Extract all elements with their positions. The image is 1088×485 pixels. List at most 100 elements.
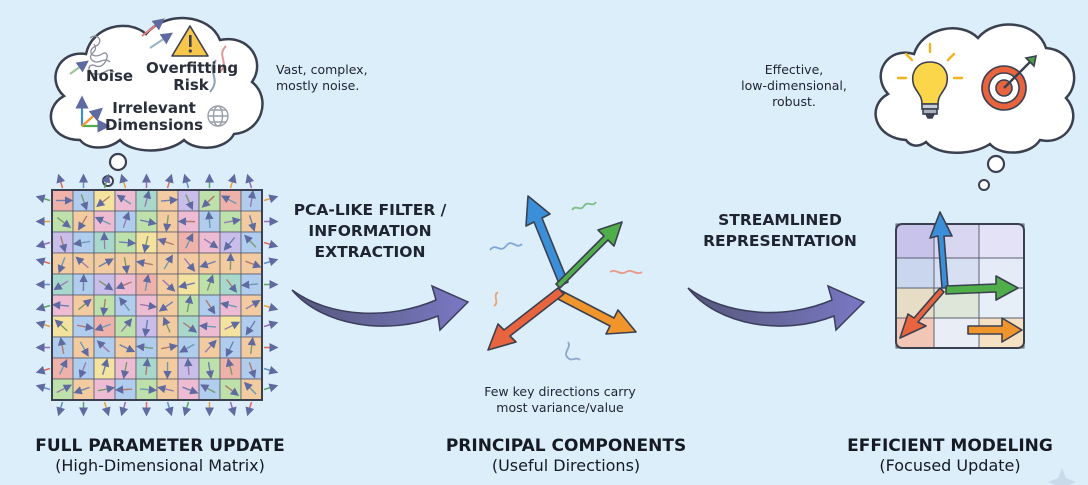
matrix-cell-arrow (79, 341, 89, 357)
matrix-edge-arrow (227, 173, 237, 189)
matrix-cell-arrow (157, 237, 174, 246)
matrix-edge-arrow (101, 401, 111, 417)
matrix-cell-arrow (94, 216, 111, 225)
matrix-edge-arrow (119, 173, 129, 189)
cloud-small-arrows (69, 18, 227, 93)
efficient-grid (895, 223, 1025, 349)
left-note-line: mostly noise. (276, 78, 360, 93)
matrix-cell-arrow (139, 301, 158, 311)
section-full-parameter: FULL PARAMETER UPDATE (High-Dimensional … (10, 436, 310, 475)
efficient-arrows (899, 211, 1023, 343)
matrix-cell-arrow (115, 281, 132, 290)
matrix-cell-arrow (75, 256, 89, 269)
matrix-edge-arrow (35, 320, 51, 330)
efficient-grid-cell (895, 257, 935, 289)
matrix-cell-arrow (221, 195, 237, 205)
matrix-edge-arrow (56, 401, 66, 417)
section-principal-components: PRINCIPAL COMPONENTS (Useful Directions) (416, 436, 716, 475)
matrix-cell-arrow (223, 216, 242, 226)
matrix-cell-arrow (120, 361, 130, 380)
matrix-cell-arrow (225, 341, 234, 358)
matrix-edge-arrow (35, 302, 51, 312)
warning-triangle-icon (171, 25, 209, 57)
matrix-cell-arrow (114, 385, 133, 394)
lightbulb-icon (896, 42, 964, 119)
matrix-cell-arrow (142, 319, 151, 338)
matrix-cell-arrow (135, 343, 154, 352)
matrix-cell-arrow (248, 215, 257, 232)
matrix-cell-arrow (121, 256, 131, 275)
noise-squiggles (489, 201, 643, 361)
matrix-cell-arrow (53, 280, 69, 291)
matrix-cell-arrow (119, 296, 130, 312)
efficient-grid-cell (978, 223, 1025, 259)
matrix-cell-arrow (163, 214, 172, 233)
flow-arrow-1 (291, 284, 470, 332)
matrix-cell-arrow (203, 238, 219, 249)
matrix-cell-arrow (183, 258, 196, 272)
matrix-cell-arrow (225, 358, 235, 375)
matrix-cell-arrow (51, 301, 70, 310)
matrix-cell-arrow (139, 385, 158, 394)
section-title: FULL PARAMETER UPDATE (35, 436, 285, 456)
middle-caption-line: Few key directions carry (484, 384, 636, 399)
matrix-edge-arrow (35, 257, 51, 267)
left-note: Vast, complex, mostly noise. (276, 62, 368, 94)
matrix-cell-arrow (160, 342, 179, 352)
matrix-edge-arrow (101, 173, 111, 189)
matrix-cell-arrow (78, 298, 92, 311)
matrix-cell-arrow (96, 195, 111, 208)
matrix-cell-arrow (204, 339, 217, 353)
matrix-edge-arrow (56, 173, 66, 189)
matrix-edge-arrow (245, 401, 255, 417)
matrix-cell-arrow (245, 299, 261, 310)
matrix-cell-arrow (184, 294, 194, 313)
matrix-cell-arrow (243, 381, 257, 395)
matrix-edge-arrow (182, 401, 192, 417)
cloud-label-noise: Noise (86, 67, 134, 85)
matrix-cell-arrow (73, 386, 90, 395)
cloud-label-overfitting: Overfitting Risk (146, 60, 238, 94)
right-thought-cloud (874, 23, 1076, 191)
arrow2-label: STREAMLINED REPRESENTATION (680, 210, 880, 252)
matrix-edge-arrow (227, 401, 237, 417)
matrix-edge-arrow (263, 320, 279, 330)
matrix-edge-arrow (263, 383, 279, 393)
matrix-cell-arrow (142, 273, 152, 292)
matrix-cell-arrow (142, 357, 151, 376)
matrix-cell-arrow (77, 215, 88, 231)
matrix-cell-arrow (160, 196, 179, 205)
matrix-cell-arrow (56, 217, 72, 228)
matrix-cell-arrow (142, 190, 152, 207)
matrix-cell-arrow (98, 258, 114, 268)
matrix-border (51, 189, 263, 401)
arrow1-label-line: PCA-LIKE FILTER / (293, 201, 447, 219)
irrelevant-line-1: Irrelevant (112, 99, 196, 117)
matrix-cell-arrow (135, 258, 154, 268)
matrix-cell-arrow (57, 257, 66, 274)
left-note-line: Vast, complex, (276, 62, 368, 77)
matrix-cell-arrow (94, 323, 111, 332)
matrix-cell-arrow (247, 189, 257, 208)
matrix-cell-arrow (76, 322, 95, 332)
matrix-cell-arrow (205, 210, 214, 229)
matrix-edge-arrow (263, 239, 279, 249)
matrix-cell-arrow (247, 336, 256, 355)
axes-icon (75, 95, 111, 133)
section-subtitle: (Focused Update) (879, 456, 1021, 475)
matrix-cell-arrow (141, 235, 151, 253)
matrix-edge-arrow (35, 383, 51, 393)
matrix-cell-arrow (244, 234, 257, 248)
matrix-cell-arrow (240, 280, 259, 289)
arrow2-label-line: STREAMLINED (718, 211, 842, 229)
matrix-cell-arrow (220, 300, 237, 310)
matrix-cell-arrow (59, 358, 68, 375)
matrix-cell-arrow (101, 358, 110, 375)
matrix-edge-arrow (164, 173, 174, 189)
matrix-cell-arrow (182, 386, 199, 395)
matrix-cell-arrow (206, 274, 215, 291)
matrix-cell-arrow (140, 217, 157, 227)
matrix-cell-arrow (248, 362, 257, 379)
matrix-edge-arrow (263, 194, 279, 204)
